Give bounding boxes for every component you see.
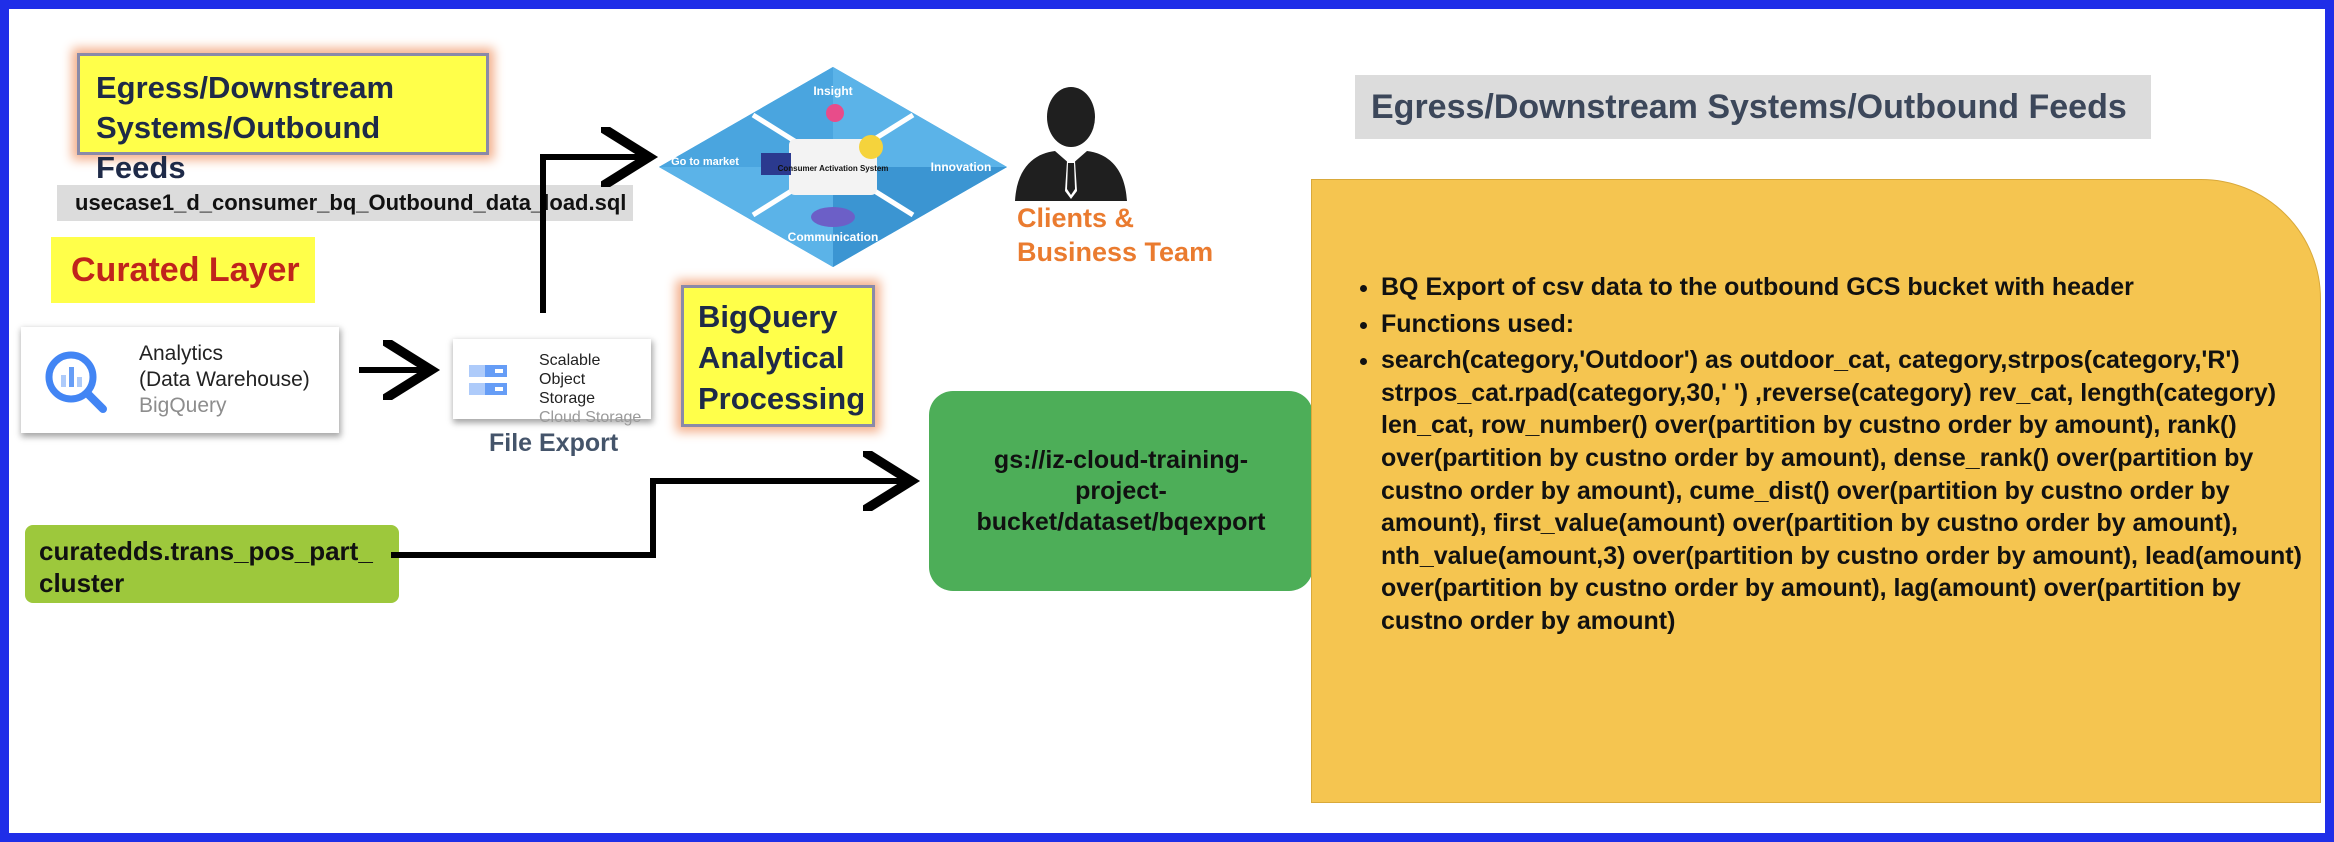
- bigquery-processing-label: BigQuery Analytical Processing: [681, 285, 875, 427]
- graphic-communication-label: Communication: [788, 230, 879, 244]
- graphic-innovation-label: Innovation: [931, 160, 992, 174]
- sql-file-label: usecase1_d_consumer_bq_Outbound_data_loa…: [57, 185, 633, 221]
- note-functions-list: search(category,'Outdoor') as outdoor_ca…: [1381, 344, 2309, 637]
- page-title: Egress/Downstream Systems/Outbound Feeds: [1355, 75, 2151, 139]
- functions-notes: BQ Export of csv data to the outbound GC…: [1359, 271, 2309, 642]
- storage-line1: Scalable Object: [539, 352, 601, 388]
- file-export-label: File Export: [489, 429, 619, 457]
- business-person-icon: [1015, 87, 1127, 201]
- egress-label: Egress/Downstream Systems/Outbound Feeds: [77, 53, 489, 185]
- curatedds-table-box: curatedds.trans_pos_part_ cluster: [25, 525, 399, 603]
- analytics-product: BigQuery: [139, 394, 227, 417]
- graphic-go-to-market-label: Go to market: [671, 156, 739, 168]
- note-functions-header: Functions used:: [1381, 308, 2309, 341]
- storage-line2: Storage: [539, 390, 596, 407]
- analytics-line1: Analytics: [139, 342, 224, 365]
- gcs-bucket-box: gs://iz-cloud-training-project-bucket/da…: [929, 391, 1313, 591]
- clients-line2: Business Team: [1017, 237, 1214, 267]
- functions-notes-panel: [1311, 179, 2321, 803]
- arrow-storage-to-consumer: [540, 157, 643, 313]
- curated-layer-label: Curated Layer: [51, 237, 315, 303]
- gcs-path: gs://iz-cloud-training-project-bucket/da…: [976, 445, 1266, 536]
- bigquery-icon: [45, 351, 107, 413]
- graphic-center-label: Consumer Activation System: [778, 164, 889, 173]
- clients-line1: Clients &: [1017, 203, 1135, 233]
- graphic-insight-label: Insight: [813, 84, 852, 98]
- connector-arrows: [359, 9, 2325, 558]
- cloud-storage-card: Scalable Object Storage Cloud Storage: [453, 339, 651, 426]
- consumer-activation-graphic: Insight Go to market Innovation Communic…: [659, 67, 1007, 267]
- storage-product: Cloud Storage: [539, 409, 642, 426]
- analytics-line2: (Data Warehouse): [139, 368, 310, 391]
- arrow-curatedds-to-gcs: [391, 481, 905, 558]
- bigquery-analytics-card: Analytics (Data Warehouse) BigQuery: [21, 327, 339, 433]
- note-export: BQ Export of csv data to the outbound GC…: [1381, 271, 2309, 304]
- cloud-storage-icon: [469, 365, 507, 395]
